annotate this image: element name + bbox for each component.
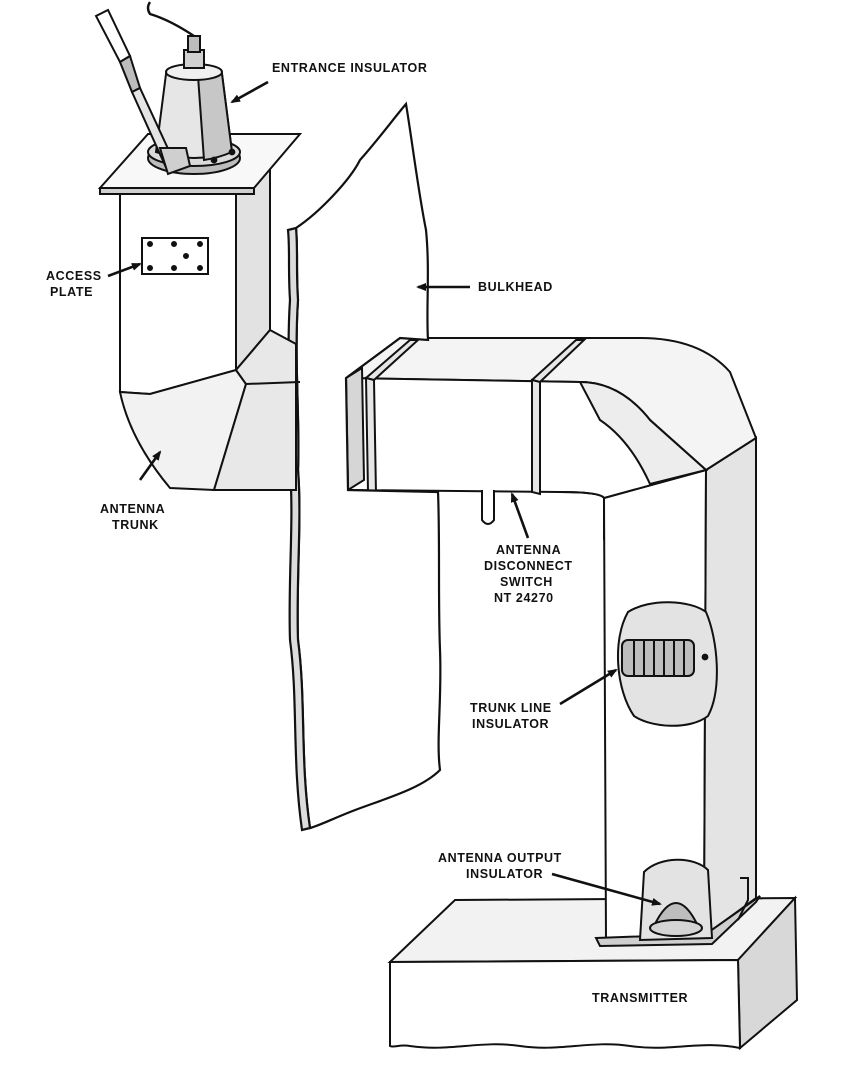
upper-elbow-duct bbox=[343, 337, 758, 540]
arrow-access-plate bbox=[107, 262, 142, 278]
label-entrance-insulator: ENTRANCE INSULATOR bbox=[272, 61, 427, 75]
label-access-plate-line1: ACCESS bbox=[46, 269, 102, 283]
duct-straps bbox=[363, 339, 587, 496]
arrow-antenna-trunk bbox=[138, 450, 162, 481]
label-trunk-line-insulator-line2: INSULATOR bbox=[472, 717, 549, 731]
label-antenna-trunk-line1: ANTENNA bbox=[100, 502, 165, 516]
label-antenna-trunk-line2: TRUNK bbox=[112, 518, 159, 532]
label-bulkhead: BULKHEAD bbox=[478, 280, 553, 294]
arrow-trunk-line-insulator bbox=[559, 668, 618, 706]
label-disconnect-line4: NT 24270 bbox=[494, 591, 554, 605]
label-disconnect-line3: SWITCH bbox=[500, 575, 553, 589]
label-disconnect-line1: ANTENNA bbox=[496, 543, 561, 557]
label-disconnect-line2: DISCONNECT bbox=[484, 559, 573, 573]
label-trunk-line-insulator-line1: TRUNK LINE bbox=[470, 701, 552, 715]
antenna-output-insulator-cutaway bbox=[638, 858, 749, 942]
arrow-output-insulator bbox=[551, 872, 662, 906]
arrow-disconnect-switch bbox=[510, 492, 530, 539]
antenna-lead-rod bbox=[94, 8, 192, 176]
disconnect-switch-handle bbox=[481, 490, 495, 525]
label-transmitter: TRANSMITTER bbox=[592, 991, 688, 1005]
leader-arrows bbox=[107, 80, 662, 906]
trunk-line-insulator-cutaway bbox=[617, 601, 718, 727]
label-access-plate-line2: PLATE bbox=[50, 285, 93, 299]
label-output-insulator-line2: INSULATOR bbox=[466, 867, 543, 881]
access-plate bbox=[141, 237, 209, 275]
arrow-entrance-insulator bbox=[230, 80, 269, 104]
left-antenna-trunk bbox=[97, 133, 303, 492]
labels: ENTRANCE INSULATOR ACCESS PLATE BULKHEAD… bbox=[46, 61, 688, 1005]
label-output-insulator-line1: ANTENNA OUTPUT bbox=[438, 851, 562, 865]
